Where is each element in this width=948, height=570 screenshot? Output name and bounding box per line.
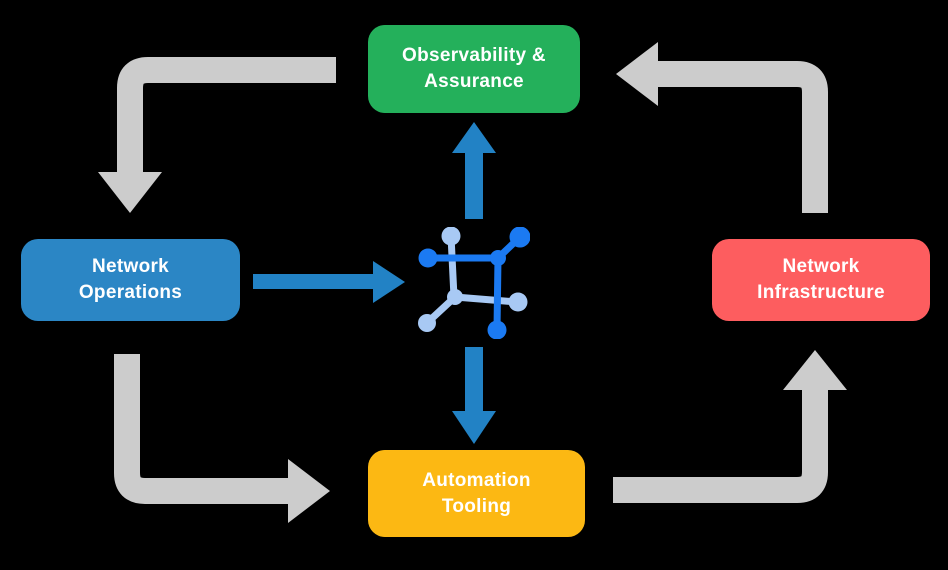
node-label-line: Network <box>91 256 170 278</box>
cycle-arrow-automation-to-infrastructure <box>613 350 847 503</box>
cycle-arrow-operations-to-automation <box>114 354 330 523</box>
node-network-infrastructure: Network Infrastructure <box>712 239 930 321</box>
node-automation-tooling: Automation Tooling <box>368 450 585 537</box>
node-label-line: Automation <box>422 469 531 491</box>
flow-arrow-center-to-automation <box>452 347 496 444</box>
node-label-line: Assurance <box>424 71 524 92</box>
cycle-arrow-infrastructure-to-observability <box>616 42 828 213</box>
node-label-line: Infrastructure <box>757 282 885 303</box>
cycle-arrow-observability-to-operations <box>98 57 336 213</box>
node-label-line: Network <box>782 256 860 278</box>
node-network-operations: Network Operations <box>21 239 240 321</box>
node-label-line: Operations <box>78 282 183 303</box>
flow-arrow-operations-to-center <box>253 261 405 303</box>
flow-arrow-center-to-observability <box>452 122 496 219</box>
node-observability-assurance: Observability & Assurance <box>368 25 580 113</box>
network-mesh-icon <box>418 227 530 339</box>
node-label-line: Observability & <box>402 45 546 67</box>
node-label-line: Tooling <box>441 495 512 517</box>
